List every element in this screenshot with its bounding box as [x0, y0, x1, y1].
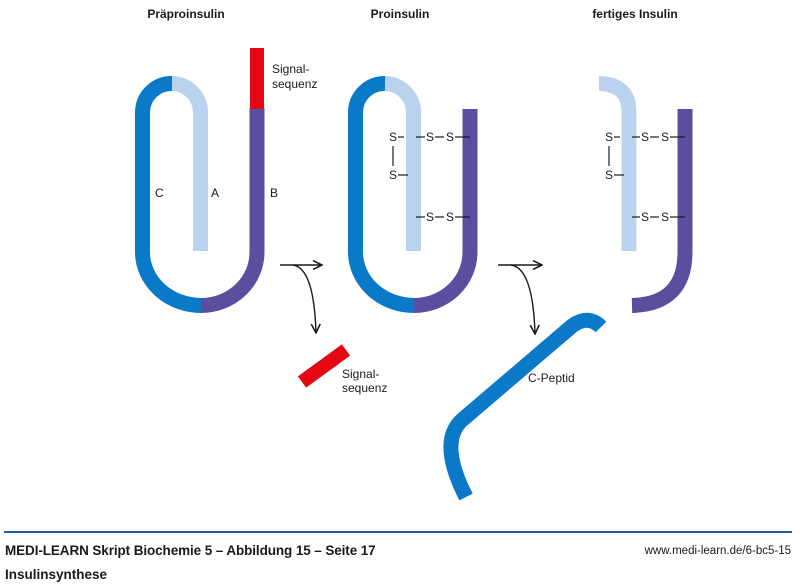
b-chain [631, 109, 693, 313]
stage-title-proinsulin: Proinsulin [371, 7, 430, 21]
signal-sequence [250, 48, 264, 109]
sulfur: S [426, 210, 434, 224]
arrow-cleave-signal [280, 265, 322, 333]
signal-label-line1: Signal- [272, 62, 309, 76]
sulfur: S [389, 130, 397, 144]
a-chain [598, 76, 637, 251]
sulfur: S [605, 130, 613, 144]
b-chain [413, 109, 478, 313]
arrow-cleave-c-peptide [498, 265, 542, 334]
sulfur: S [661, 210, 669, 224]
c-peptide [443, 312, 607, 501]
insulin-molecule [598, 76, 693, 313]
sulfur: S [446, 130, 454, 144]
b-chain [200, 108, 265, 313]
cleaved-signal-label-line1: Signal- [342, 367, 379, 381]
cleaved-signal-sequence [297, 344, 351, 388]
figure-source-title: MEDI-LEARN Skript Biochemie 5 – Abbildun… [5, 543, 376, 558]
chain-label-b: B [270, 186, 278, 200]
insulin-disulfide-bonds: S S S S S S [605, 130, 685, 224]
sulfur: S [661, 130, 669, 144]
chain-label-a: A [211, 186, 219, 200]
stage-title-insulin: fertiges Insulin [592, 7, 677, 21]
figure-caption: Insulinsynthese [5, 567, 108, 582]
proinsulin-disulfide-bonds: S S S S S S [389, 130, 470, 224]
sulfur: S [389, 168, 397, 182]
sulfur: S [641, 130, 649, 144]
a-chain [170, 76, 208, 251]
chain-label-c: C [155, 186, 164, 200]
preproinsulin-molecule: Signal- sequenz C A B [135, 48, 317, 314]
c-chain [348, 76, 416, 314]
insulin-synthesis-diagram: Präproinsulin Proinsulin fertiges Insuli… [135, 7, 693, 501]
cleaved-signal-label-line2: sequenz [342, 381, 387, 395]
sulfur: S [605, 168, 613, 182]
signal-label-line2: sequenz [272, 77, 317, 91]
footer-divider [4, 531, 792, 533]
c-chain [135, 76, 203, 314]
stage-title-preproinsulin: Präproinsulin [147, 7, 224, 21]
proinsulin-molecule [348, 76, 478, 314]
c-peptide-label: C-Peptid [528, 371, 575, 385]
sulfur: S [426, 130, 434, 144]
sulfur: S [446, 210, 454, 224]
figure-url: www.medi-learn.de/6-bc5-15 [644, 545, 791, 557]
a-chain [383, 76, 421, 251]
sulfur: S [641, 210, 649, 224]
